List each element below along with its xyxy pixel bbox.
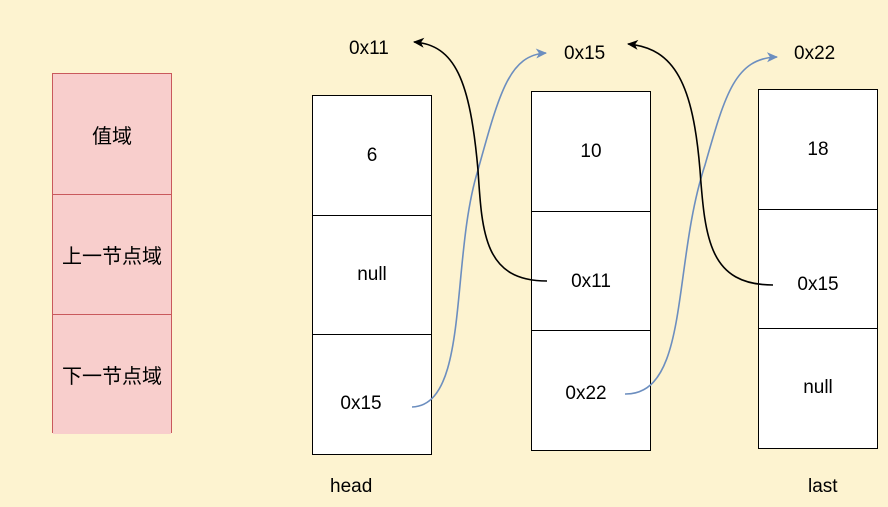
legend-value-field: 值域 bbox=[53, 74, 171, 194]
node-1-caption: head bbox=[330, 476, 373, 497]
node-1-address: 0x11 bbox=[349, 38, 389, 59]
node-1-value: 6 bbox=[366, 144, 378, 166]
node-2-next: 0x22 bbox=[532, 330, 650, 449]
prev-link-3-to-2 bbox=[627, 39, 774, 286]
node-3: 18 0x15 null bbox=[758, 89, 878, 449]
node-2: 10 0x11 0x22 bbox=[531, 91, 651, 451]
node-3-next: null bbox=[759, 328, 877, 447]
node-1-next: 0x15 bbox=[313, 334, 431, 453]
node-3-caption: last bbox=[808, 476, 838, 497]
next-link-1-to-2 bbox=[411, 48, 547, 408]
legend-prev-field: 上一节点域 bbox=[53, 194, 171, 314]
prev-link-2-to-1 bbox=[413, 37, 548, 282]
node-1: 6 null 0x15 bbox=[312, 95, 432, 455]
node-3-prev: 0x15 bbox=[759, 209, 877, 328]
node-1-prev: null bbox=[313, 215, 431, 334]
node-3-address: 0x22 bbox=[794, 43, 836, 64]
node-2-address: 0x15 bbox=[564, 43, 606, 64]
node-3-value: 18 bbox=[807, 138, 829, 160]
next-link-2-to-3 bbox=[624, 52, 778, 395]
node-2-value: 10 bbox=[580, 140, 602, 162]
node-2-prev: 0x11 bbox=[532, 211, 650, 330]
node-structure-legend: 值域 上一节点域 下一节点域 bbox=[52, 73, 172, 434]
legend-next-field: 下一节点域 bbox=[53, 314, 171, 434]
